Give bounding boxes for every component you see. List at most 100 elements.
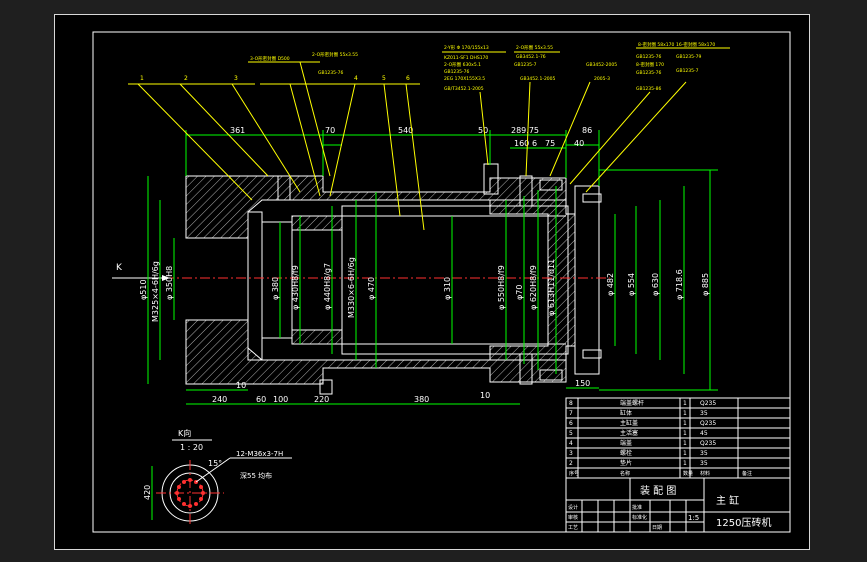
drawing-type-label: 装 配 图 [640, 484, 676, 497]
svg-text:标准化: 标准化 [632, 514, 647, 521]
bom-cell-no: 8 [569, 400, 573, 407]
dia-470: φ 470 [367, 277, 376, 300]
port-plug-top [277, 175, 291, 201]
bom-cell-qty: 1 [683, 420, 687, 427]
dia-620: φ 620H8/f9 [529, 265, 538, 310]
balloon-4: 4 [354, 75, 358, 82]
bom-cell-material: 35 [700, 410, 708, 417]
svg-text:GB1235-76: GB1235-76 [636, 70, 662, 76]
svg-text:2-O形圈 630x5.1: 2-O形圈 630x5.1 [444, 61, 481, 68]
dia-430: φ 430H8/f9 [291, 265, 300, 310]
bom-cell-no: 2 [569, 460, 573, 467]
svg-text:GB1235-79: GB1235-79 [676, 54, 702, 60]
oil-port-bottom [319, 379, 333, 395]
svg-text:GB1235-76: GB1235-76 [318, 70, 344, 76]
balloon-1: 1 [140, 75, 144, 82]
dim-380: 380 [414, 395, 429, 404]
main-section-view: K [112, 163, 610, 395]
dia-70: φ70 [515, 285, 524, 300]
svg-text:设计: 设计 [568, 504, 578, 511]
k-detail-view: K向 1 : 20 420 15° 12-M36x3-7H 深55 均布 [143, 428, 292, 526]
dim-6: 6 [532, 139, 537, 148]
bom-cell-qty: 1 [683, 460, 687, 467]
right-flange [489, 199, 576, 361]
dim-75: 75 [545, 139, 555, 148]
bolt-bottom [519, 349, 602, 385]
dia-550: φ 550H8/f9 [497, 265, 506, 310]
dim-361: 361 [230, 126, 245, 135]
svg-text:GB3452-2005: GB3452-2005 [586, 62, 617, 68]
bom-cell-name: 端盖 [620, 439, 632, 447]
dia-885: φ 885 [701, 273, 710, 296]
svg-text:日期: 日期 [652, 525, 662, 531]
dia-718: φ 718.6 [675, 269, 684, 300]
dim-150: 150 [575, 379, 590, 388]
bom-cell-qty: 1 [683, 440, 687, 447]
bom-header-cell: 数量 [683, 470, 693, 477]
svg-text:GB3452.1-2005: GB3452.1-2005 [520, 76, 556, 82]
dim-60: 60 [256, 395, 266, 404]
dia-630: φ 630 [651, 273, 660, 296]
bom-header-cell: 序号 [569, 470, 579, 477]
dia-380: φ 380 [271, 277, 280, 300]
part-name-label: 主 缸 [716, 494, 739, 507]
dim-70: 70 [325, 126, 335, 135]
end-cap-left [247, 211, 263, 361]
svg-text:GB3452.1-76: GB3452.1-76 [516, 54, 546, 60]
bom-header-cell: 材料 [700, 470, 710, 477]
right-end-plate [574, 185, 600, 375]
bom-cell-qty: 1 [683, 430, 687, 437]
bom-cell-qty: 1 [683, 410, 687, 417]
svg-text:批准: 批准 [632, 504, 642, 511]
dim-240: 240 [212, 395, 227, 404]
view-k-label: K [116, 263, 123, 273]
bom-cell-qty: 1 [683, 450, 687, 457]
svg-text:8-密封圈 170: 8-密封圈 170 [636, 61, 664, 68]
svg-text:2EG 170X155X3.5: 2EG 170X155X3.5 [444, 76, 485, 82]
dim-160: 160 [514, 139, 529, 148]
dia-310: φ 310 [443, 277, 452, 300]
svg-text:GB/T3452.1-2005: GB/T3452.1-2005 [444, 86, 484, 92]
machine-label: 1250压砖机 [716, 516, 771, 529]
detail-depth: 深55 均布 [240, 471, 272, 480]
svg-text:2005-3: 2005-3 [594, 76, 610, 82]
scale-label: 1:5 [688, 514, 699, 522]
bom-header-cell: 备注 [742, 470, 752, 477]
bom-cell-name: 螺栓 [620, 449, 632, 457]
bom-header-cell: 名称 [620, 470, 630, 477]
svg-text:2-Y形 Φ 170/155x13: 2-Y形 Φ 170/155x13 [444, 44, 489, 51]
svg-text:3-O形密封圈 D500: 3-O形密封圈 D500 [250, 55, 290, 62]
dia-m325: M325×4-6H/6g [151, 261, 160, 322]
bom-cell-material: Q235 [700, 420, 716, 427]
bom-cell-material: 35 [700, 460, 708, 467]
detail-title: K向 [178, 428, 191, 438]
bom-cell-material: 45 [700, 430, 708, 437]
svg-text:GB1235-76: GB1235-76 [444, 69, 470, 75]
bom-cell-no: 5 [569, 430, 573, 437]
inner-border [92, 31, 791, 533]
bom-cell-material: 35 [700, 450, 708, 457]
svg-text:审核: 审核 [568, 514, 578, 521]
dim-100: 100 [273, 395, 288, 404]
balloon-6: 6 [406, 75, 410, 82]
bom-cell-no: 3 [569, 450, 573, 457]
svg-text:KZ011-SF1 DHS170: KZ011-SF1 DHS170 [444, 55, 488, 61]
svg-text:GB1235-7: GB1235-7 [676, 68, 699, 74]
dia-554: φ 554 [627, 273, 636, 296]
svg-text:2-O形密封圈 55x3.55: 2-O形密封圈 55x3.55 [312, 51, 358, 58]
oil-port-top [483, 163, 499, 195]
svg-text:GB1235-86: GB1235-86 [636, 86, 662, 92]
dia-440: φ 440H8/g7 [323, 263, 332, 310]
svg-text:GB1235-7: GB1235-7 [514, 62, 537, 68]
bom-cell-name: 端盖螺杆 [620, 399, 644, 407]
svg-text:8-密封圈 58x170: 8-密封圈 58x170 [638, 41, 675, 48]
dia-350: φ 350H8 [165, 266, 174, 300]
svg-text:工艺: 工艺 [568, 525, 578, 531]
dim-10-right: 10 [480, 391, 490, 400]
dim-50: 50 [478, 126, 488, 135]
detail-thread: 12-M36x3-7H [236, 450, 283, 458]
dim-10-left: 10 [236, 381, 246, 390]
